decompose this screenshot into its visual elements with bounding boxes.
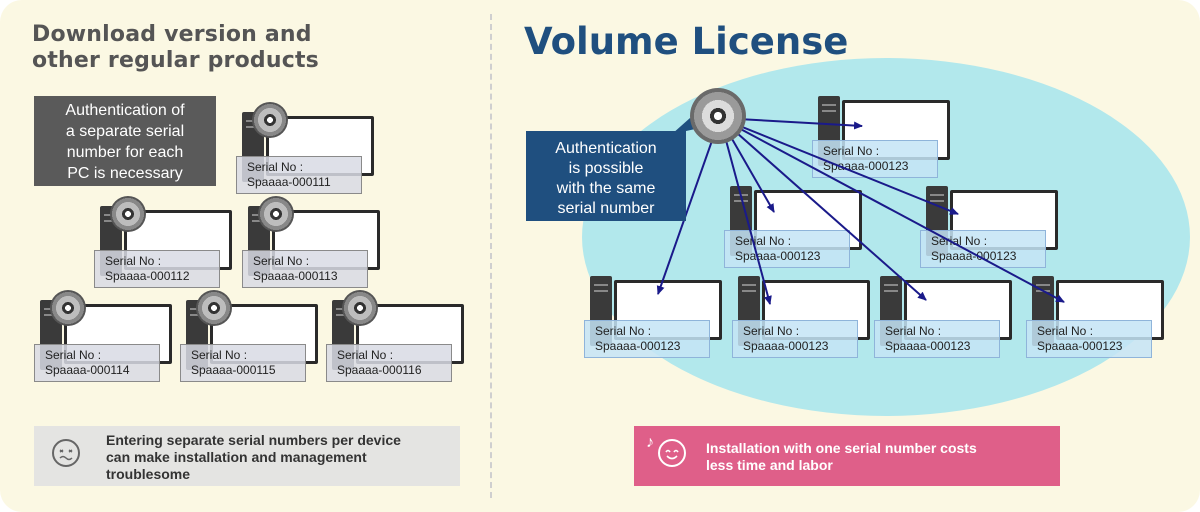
separate-serial-callout: Authentication of a separate serial numb… [34, 96, 216, 186]
serial-label: Serial No : [885, 324, 942, 338]
left-pc-3: Serial No : Spaaaa-000113 [242, 196, 383, 288]
serial-value: Spaaaa-000111 [247, 175, 331, 189]
serial-badge: Serial No : Spaaaa-000113 [242, 250, 368, 288]
serial-value: Spaaaa-000116 [337, 363, 422, 377]
callout-line: serial number [557, 200, 655, 217]
serial-label: Serial No : [595, 324, 652, 338]
serial-label: Serial No : [105, 254, 162, 268]
cd-disc-icon [196, 290, 232, 326]
less-labor-note-text: Installation with one serial number cost… [706, 440, 1046, 474]
serial-badge: Serial No : Spaaaa-000123 [812, 140, 938, 178]
troublesome-note: Entering separate serial numbers per dev… [34, 426, 460, 486]
cd-disc-icon [110, 196, 146, 232]
serial-badge: Serial No : Spaaaa-000115 [180, 344, 306, 382]
serial-badge: Serial No : Spaaaa-000123 [584, 320, 710, 358]
smiling-face-icon [658, 439, 686, 467]
cd-disc-icon [690, 88, 746, 144]
callout-line: Authentication [555, 140, 657, 157]
volume-license-title: Volume License [524, 20, 849, 63]
cd-disc-icon [252, 102, 288, 138]
serial-label: Serial No : [823, 144, 880, 158]
left-pc-4: Serial No : Spaaaa-000114 [34, 290, 175, 382]
serial-badge: Serial No : Spaaaa-000112 [94, 250, 220, 288]
serial-value: Spaaaa-000123 [595, 339, 681, 353]
serial-label: Serial No : [247, 160, 304, 174]
note-line: troublesome [106, 466, 191, 482]
troubled-face-features [59, 449, 73, 461]
right-pc-2: Serial No : Spaaaa-000123 [724, 186, 865, 268]
serial-value: Spaaaa-000115 [191, 363, 276, 377]
left-pc-1: Serial No : Spaaaa-000111 [236, 102, 377, 194]
serial-value: Spaaaa-000112 [105, 269, 190, 283]
less-labor-note: ♪ Installation with one serial number co… [634, 426, 1060, 486]
serial-value: Spaaaa-000114 [45, 363, 130, 377]
right-pc-6: Serial No : Spaaaa-000123 [874, 276, 1015, 358]
serial-label: Serial No : [1037, 324, 1094, 338]
cd-disc-icon [50, 290, 86, 326]
serial-badge: Serial No : Spaaaa-000114 [34, 344, 160, 382]
right-pc-1: Serial No : Spaaaa-000123 [812, 96, 953, 178]
music-note-icon: ♪ [646, 434, 654, 451]
serial-label: Serial No : [191, 348, 248, 362]
serial-badge: Serial No : Spaaaa-000123 [874, 320, 1000, 358]
callout-line: with the same [556, 180, 656, 197]
left-title-line: other regular products [32, 48, 319, 73]
serial-value: Spaaaa-000123 [885, 339, 971, 353]
callout-line: a separate serial [65, 123, 185, 140]
serial-label: Serial No : [743, 324, 800, 338]
serial-label: Serial No : [45, 348, 102, 362]
arrow-to-pc-5 [719, 117, 772, 305]
left-title-line: Download version and [32, 22, 312, 47]
troublesome-note-text: Entering separate serial numbers per dev… [106, 432, 451, 483]
note-line: Installation with one serial number cost… [706, 440, 977, 456]
cd-disc-icon [342, 290, 378, 326]
serial-badge: Serial No : Spaaaa-000123 [732, 320, 858, 358]
serial-badge: Serial No : Spaaaa-000116 [326, 344, 452, 382]
note-line: less time and labor [706, 457, 833, 473]
serial-value: Spaaaa-000113 [253, 269, 338, 283]
troubled-face-icon [52, 439, 80, 467]
serial-badge: Serial No : Spaaaa-000123 [1026, 320, 1152, 358]
callout-line: PC is necessary [67, 165, 183, 182]
callout-line: is possible [568, 160, 644, 177]
callout-line: Authentication of [65, 102, 185, 119]
serial-value: Spaaaa-000123 [743, 339, 829, 353]
note-line: Entering separate serial numbers per dev… [106, 432, 401, 448]
right-pc-4: Serial No : Spaaaa-000123 [584, 276, 725, 358]
callout-line: number for each [66, 144, 184, 161]
smiling-face-features [665, 449, 679, 460]
left-pc-2: Serial No : Spaaaa-000112 [94, 196, 235, 288]
section-divider [490, 14, 492, 498]
note-line: can make installation and management [106, 449, 367, 465]
serial-label: Serial No : [735, 234, 792, 248]
left-section-title: Download version and other regular produ… [32, 22, 319, 74]
serial-value: Spaaaa-000123 [823, 159, 909, 173]
left-pc-5: Serial No : Spaaaa-000115 [180, 290, 321, 382]
arrow-to-pc-3 [719, 117, 959, 215]
serial-label: Serial No : [253, 254, 310, 268]
serial-value: Spaaaa-000123 [1037, 339, 1123, 353]
arrow-to-pc-6 [719, 117, 927, 301]
cd-disc-icon [258, 196, 294, 232]
right-pc-5: Serial No : Spaaaa-000123 [732, 276, 873, 358]
same-serial-callout: Authentication is possible with the same… [526, 131, 686, 221]
serial-badge: Serial No : Spaaaa-000111 [236, 156, 362, 194]
serial-value: Spaaaa-000123 [931, 249, 1017, 263]
arrow-to-pc-7 [719, 117, 1065, 303]
left-pc-6: Serial No : Spaaaa-000116 [326, 290, 467, 382]
serial-label: Serial No : [337, 348, 394, 362]
arrow-to-pc-4 [656, 117, 721, 295]
